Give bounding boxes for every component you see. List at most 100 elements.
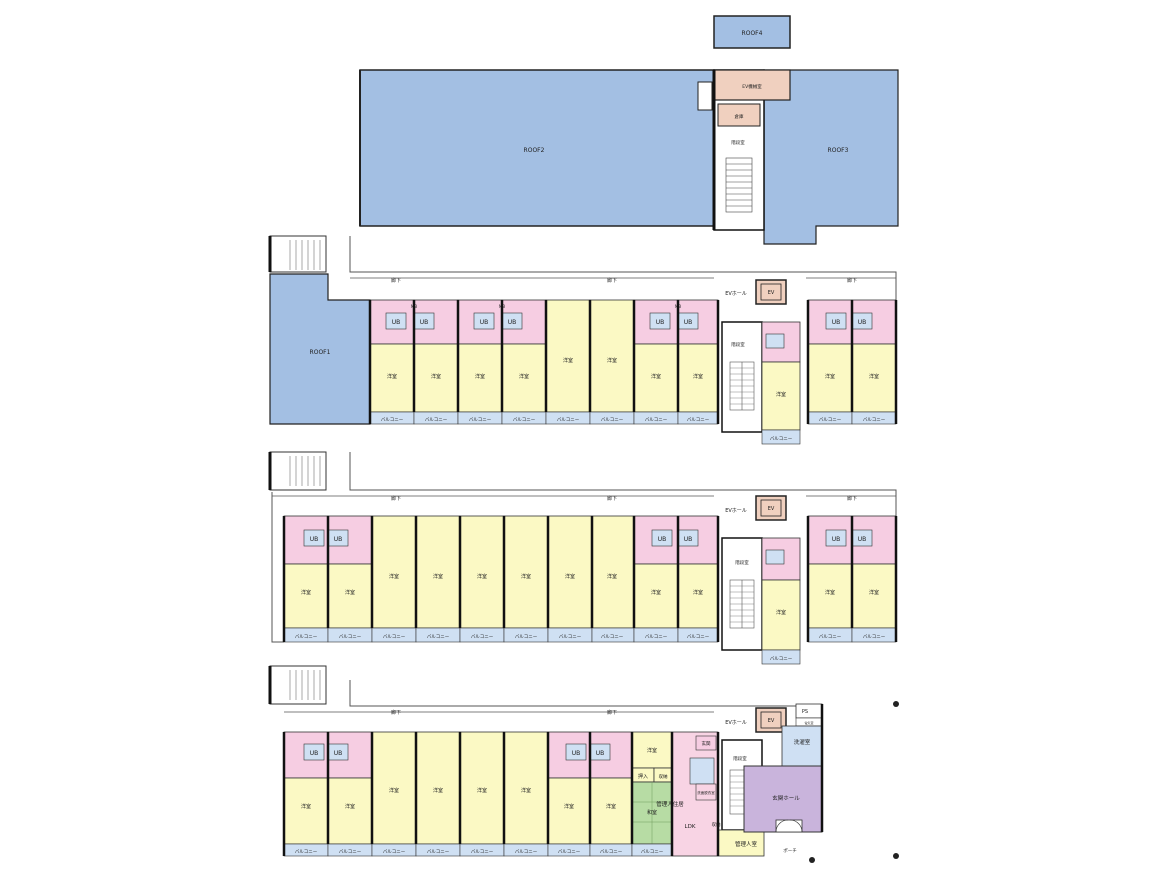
f2-u3-room: 洋室 [389, 573, 399, 580]
floor-3: 廊下 廊下 廊下 EVホール EV ROOF1 UB 洋室 バルコニー [268, 235, 898, 445]
f2-u9-ub: UB [658, 536, 667, 543]
f1-ps [795, 703, 823, 719]
f3-u11-ub: UB [858, 319, 867, 326]
roof4-label: ROOF4 [742, 30, 763, 37]
f1-corridor-label-1: 廊下 [391, 709, 401, 716]
f2-u8-room: 洋室 [607, 573, 617, 580]
f1-u3-balcony: バルコニー [383, 849, 406, 855]
floor-2: 廊下 廊下 廊下 EVホール EV UB 洋室 バルコニー UB 洋室 バルコニ… [268, 451, 898, 665]
f2-u6-balcony: バルコニー [515, 634, 538, 640]
f1-u8-ub: UB [596, 750, 605, 757]
f1-ev-label: EV [768, 718, 775, 724]
f2-unit-3: 洋室 バルコニー [371, 515, 417, 643]
f2-u6-room: 洋室 [521, 573, 531, 580]
roof3-area [763, 69, 899, 245]
f1-porch-label: ポーチ [783, 847, 797, 854]
roof3-label: ROOF3 [828, 147, 849, 154]
f2-unit-4: 洋室 バルコニー [415, 515, 461, 643]
f3-unit-10: UB 洋室 バルコニー [807, 299, 853, 425]
f3-u8-balcony: バルコニー [687, 417, 710, 423]
f2-u2-ub: UB [334, 536, 343, 543]
f1-ldk [671, 731, 719, 857]
f3-u6-room: 洋室 [607, 357, 617, 364]
f1-ps-label: PS [802, 709, 808, 715]
f3-u8-ub: UB [684, 319, 693, 326]
f1-u7-ub: UB [572, 750, 581, 757]
f2-u4-room: 洋室 [433, 573, 443, 580]
f3-u9-room: 洋室 [776, 391, 786, 398]
f2-corridor-label-2: 廊下 [607, 495, 617, 502]
f2-u13-room: 洋室 [869, 589, 879, 596]
f2-u10-ub: UB [684, 536, 693, 543]
f1-u8-balcony: バルコニー [600, 849, 623, 855]
ev-machine-room-label: EV機械室 [742, 83, 762, 90]
f2-unit-11: 洋室 バルコニー [761, 537, 801, 665]
f3-unit-7: UB 洋室 バルコニー [633, 299, 679, 425]
f1-corridor-label-2: 廊下 [607, 709, 617, 716]
f3-u1-ub: UB [392, 319, 401, 326]
roof2-label: ROOF2 [524, 147, 545, 154]
roof1-label: ROOF1 [310, 349, 331, 356]
f1-unit-6: 洋室 バルコニー [503, 731, 549, 857]
f3-unit-9: 洋室 バルコニー [761, 321, 801, 445]
f2-unit-1: UB 洋室 バルコニー [283, 515, 329, 643]
f1-manager-yoshitsu: 洋室 [647, 747, 657, 754]
f1-u5-balcony: バルコニー [471, 849, 494, 855]
f1-unit-3: 洋室 バルコニー [371, 731, 417, 857]
f3-u11-balcony: バルコニー [863, 417, 886, 423]
f2-stair-label: 階段室 [735, 559, 749, 566]
f3-stair-core: 階段室 [721, 321, 763, 433]
f1-u6-balcony: バルコニー [515, 849, 538, 855]
f2-u13-ub: UB [858, 536, 867, 543]
f1-u7-room: 洋室 [564, 803, 574, 810]
f3-u2-ub: UB [420, 319, 429, 326]
f1-genkan-label: 玄関 [702, 740, 711, 747]
f1-u6-room: 洋室 [521, 787, 531, 794]
f1-meter-label: 電気室 [804, 720, 813, 725]
f2-u7-balcony: バルコニー [559, 634, 582, 640]
f3-u4-room: 洋室 [519, 373, 529, 380]
f2-u9-balcony: バルコニー [645, 634, 668, 640]
f3-u10-ub: UB [832, 319, 841, 326]
f3-u4-ub: UB [508, 319, 517, 326]
f3-ev-label: EV [768, 290, 775, 296]
f3-unit-4: UB MB 洋室 バルコニー [499, 299, 547, 425]
f1-u8-room: 洋室 [606, 803, 616, 810]
f3-unit-6: 洋室 バルコニー [589, 299, 635, 425]
f3-u3-room: 洋室 [475, 373, 485, 380]
f3-u10-room: 洋室 [825, 373, 835, 380]
f3-u5-balcony: バルコニー [557, 417, 580, 423]
f1-unit-4: 洋室 バルコニー [415, 731, 461, 857]
f2-u11-balcony: バルコニー [770, 656, 793, 662]
f2-u5-room: 洋室 [477, 573, 487, 580]
f1-u2-balcony: バルコニー [339, 849, 362, 855]
f1-u4-room: 洋室 [433, 787, 443, 794]
f1-u2-room: 洋室 [345, 803, 355, 810]
f2-unit-12: UB 洋室 バルコニー [807, 515, 853, 643]
f3-unit-1: UB 洋室 バルコニー [369, 299, 415, 425]
f2-u12-ub: UB [832, 536, 841, 543]
f3-u3-balcony: バルコニー [469, 417, 492, 423]
floor-1: 廊下 廊下 EVホール EV UB 洋室 バルコニー UB 洋室 バルコニー 洋… [268, 665, 899, 863]
f1-unit-5: 洋室 バルコニー [459, 731, 505, 857]
roof-stair-treads [725, 157, 753, 213]
f2-ev-hall-label: EVホール [725, 508, 747, 514]
f2-corridor-label-3: 廊下 [847, 495, 857, 502]
f1-laundry [781, 725, 823, 767]
f1-u1-balcony: バルコニー [295, 849, 318, 855]
f1-storage-2-label: 収納 [712, 821, 721, 828]
f2-u12-balcony: バルコニー [819, 634, 842, 640]
f3-external-stair [269, 235, 327, 273]
f3-unit-5: 洋室 バルコニー [545, 299, 591, 425]
f2-u1-room: 洋室 [301, 589, 311, 596]
f2-u9-room: 洋室 [651, 589, 661, 596]
f3-corridor-label-2: 廊下 [607, 277, 617, 284]
f3-u1-balcony: バルコニー [381, 417, 404, 423]
f1-entrance-hall-label: 玄関ホール [772, 794, 800, 802]
f2-u12-room: 洋室 [825, 589, 835, 596]
f2-unit-13: UB 洋室 バルコニー [851, 515, 897, 643]
f1-manager-residence: 洋室 押入 収納 和室 バルコニー 管理人住居 LDK 洗面脱衣室 玄関 収納 [631, 731, 721, 857]
f2-u3-balcony: バルコニー [383, 634, 406, 640]
f3-corridor-label-3: 廊下 [847, 277, 857, 284]
f3-u6-balcony: バルコニー [601, 417, 624, 423]
